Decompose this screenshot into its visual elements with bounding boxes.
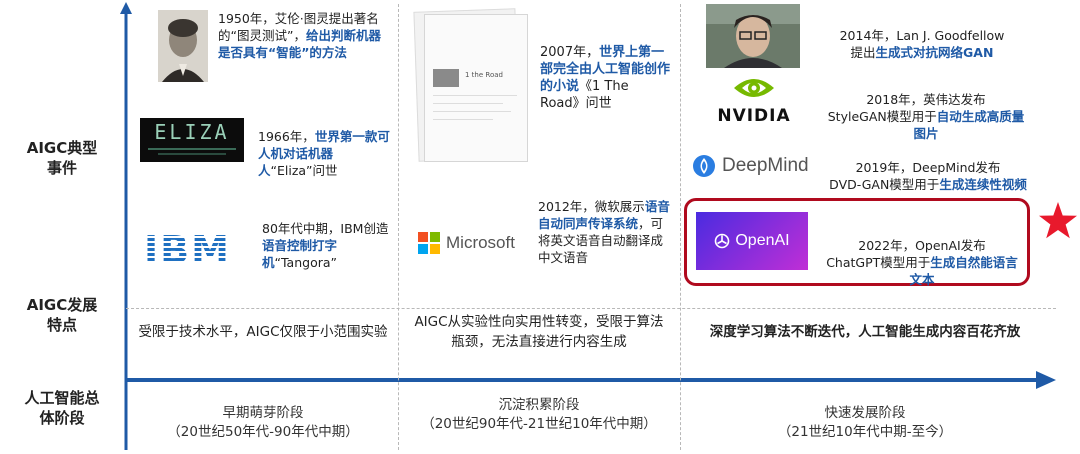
nvidia-logo: NVIDIA (716, 72, 792, 126)
vertical-axis-arrow (120, 2, 132, 14)
road-book-title: 1 the Road (465, 71, 503, 79)
road-book-image: 1 the Road (410, 8, 530, 162)
event-ibm: 80年代中期，IBM创造语音控制打字机“Tangora” (262, 220, 390, 271)
event-gan-text: 2014年，Lan J. Goodfellow 提出 (839, 28, 1005, 60)
horizontal-axis-arrow (1036, 371, 1056, 389)
event-chatgpt-highlight: 生成自然能语言文本 (909, 255, 1018, 287)
event-gan-highlight: 生成式对抗网络GAN (875, 45, 994, 60)
event-eliza-text: 1966年， (258, 129, 315, 144)
event-eliza: 1966年，世界第一款可人机对话机器人“Eliza”问世 (258, 128, 392, 179)
event-road: 2007年，世界上第一部完全由人工智能创作的小说《1 The Road》问世 (540, 44, 670, 112)
eliza-screen-text: ELIZA (154, 120, 230, 144)
feature-col2: AIGC从实验性向实用性转变，受限于算法瓶颈，无法直接进行内容生成 (414, 314, 664, 350)
ibm-logo: IBM (144, 228, 231, 272)
event-eliza-text-end: “Eliza”问世 (270, 163, 338, 178)
row-label-events: AIGC典型 事件 (26, 139, 98, 177)
event-turing-text: 1950年，艾伦·图灵提出著名的“图灵测试”， (218, 11, 379, 43)
stage-col2: 沉淀积累阶段 （20世纪90年代-21世纪10年代中期） (421, 397, 657, 432)
nvidia-eye-icon (734, 79, 774, 97)
event-ibm-text: 80年代中期，IBM创造 (262, 221, 389, 236)
event-microsoft-text-end: ，可将英文语音自动翻译成中文语音 (538, 216, 664, 265)
event-stylegan: 2018年，英伟达发布 StyleGAN模型用于自动生成高质量图片 (826, 74, 1026, 142)
event-gan: 2014年，Lan J. Goodfellow 提出生成式对抗网络GAN (812, 10, 1032, 61)
stage-col1: 早期萌芽阶段 （20世纪50年代-90年代中期） (167, 405, 359, 440)
deepmind-logo: DeepMind (692, 154, 809, 178)
openai-logo-text: OpenAI (735, 232, 790, 249)
event-road-text-end: 《1 The Road》问世 (540, 79, 629, 111)
feature-col1: 受限于技术水平，AIGC仅限于小范围实验 (138, 324, 388, 340)
row-label-features: AIGC发展 特点 (26, 296, 98, 334)
event-stylegan-highlight: 自动生成高质量图片 (913, 109, 1025, 141)
goodfellow-photo (706, 4, 800, 68)
deepmind-logo-text: DeepMind (722, 155, 809, 176)
openai-icon (715, 233, 730, 249)
event-dvdgan-highlight: 生成连续性视频 (939, 177, 1027, 192)
event-road-highlight: 世界上第一部完全由人工智能创作的小说 (540, 45, 671, 94)
event-chatgpt-text: 2022年，OpenAI发布 ChatGPT模型用于 (826, 238, 986, 270)
event-dvdgan-text: 2019年，DeepMind发布 DVD-GAN模型用于 (829, 160, 1001, 192)
event-microsoft-text: 2012年，微软展示 (538, 199, 645, 214)
column-divider-1 (398, 4, 399, 450)
event-ibm-highlight: 语音控制打字机 (262, 238, 338, 270)
event-dvdgan: 2019年，DeepMind发布 DVD-GAN模型用于生成连续性视频 (826, 142, 1030, 193)
microsoft-logo-text: Microsoft (446, 233, 515, 252)
feature-col3: 深度学习算法不断迭代，人工智能生成内容百花齐放 (709, 324, 1021, 340)
row-divider (126, 308, 1056, 309)
turing-photo (158, 10, 208, 82)
openai-logo: OpenAI (696, 212, 808, 270)
stage-col3: 快速发展阶段 （21世纪10年代中期-至今） (777, 405, 953, 440)
event-eliza-highlight: 世界第一款可人机对话机器人 (258, 129, 390, 178)
event-turing-highlight: 给出判断机器是否具有“智能”的方法 (218, 28, 381, 60)
event-ibm-text-end: “Tangora” (274, 255, 337, 270)
nvidia-logo-text: NVIDIA (717, 106, 791, 126)
event-chatgpt: 2022年，OpenAI发布 ChatGPT模型用于生成自然能语言文本 (820, 220, 1024, 288)
column-divider-2 (680, 4, 681, 450)
microsoft-windows-icon (418, 232, 440, 254)
microsoft-logo: Microsoft (418, 232, 515, 254)
event-stylegan-text: 2018年，英伟达发布 StyleGAN模型用于 (827, 92, 986, 124)
chatgpt-highlight-box (684, 198, 1030, 286)
star-icon (1039, 202, 1077, 239)
event-microsoft-highlight: 语音自动同声传译系统 (538, 199, 670, 231)
deepmind-icon (693, 155, 715, 177)
event-turing: 1950年，艾伦·图灵提出著名的“图灵测试”，给出判断机器是否具有“智能”的方法 (218, 10, 390, 61)
event-road-text: 2007年， (540, 45, 600, 60)
event-microsoft: 2012年，微软展示语音自动同声传译系统，可将英文语音自动翻译成中文语音 (538, 198, 674, 266)
row-label-stages: 人工智能总 体阶段 (24, 389, 100, 427)
eliza-screen: ELIZA (140, 118, 244, 162)
